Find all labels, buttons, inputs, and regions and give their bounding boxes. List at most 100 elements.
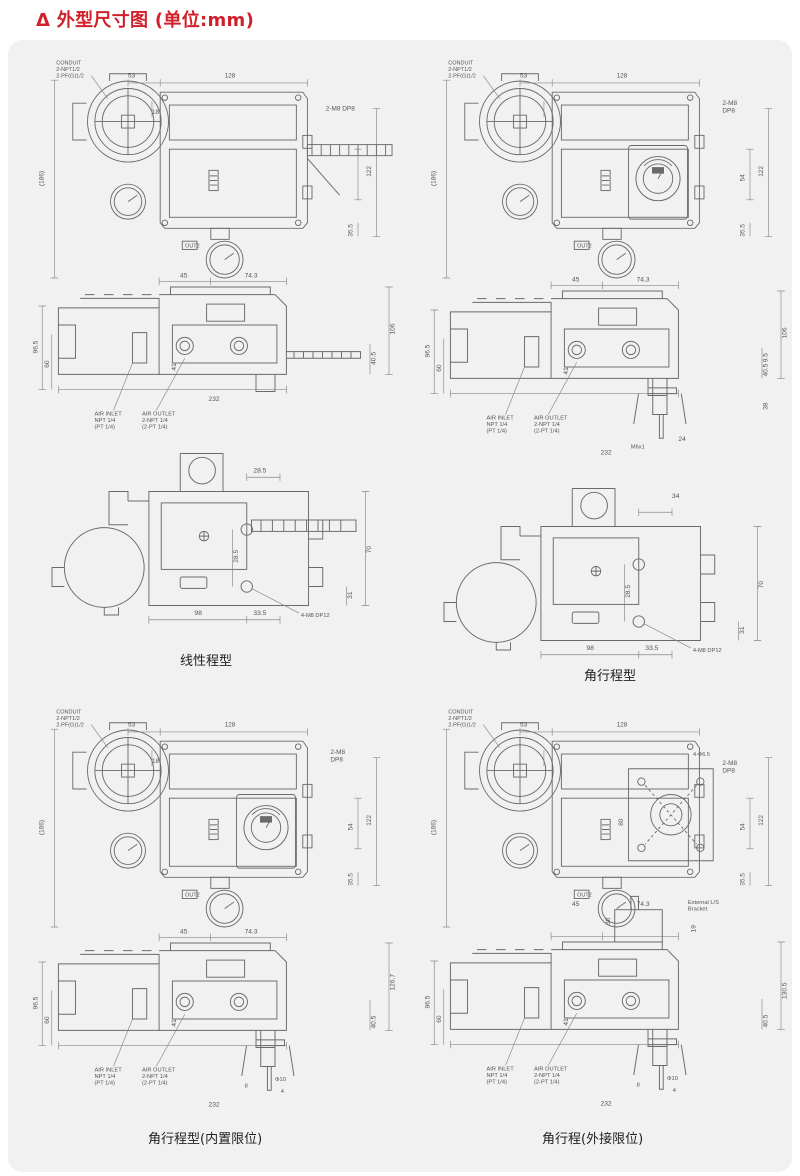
dim-35-5: 35.5: [347, 873, 354, 886]
dim-186: (186): [38, 171, 45, 186]
dim-186: (186): [430, 171, 437, 186]
dim-96-5: 96.5: [33, 996, 40, 1009]
dim-60: 60: [44, 360, 51, 368]
external-bracket-label-2: Bracket: [688, 907, 708, 913]
conduit-thread-npt: 2-NPT1/2: [56, 716, 80, 722]
dim-8: 8: [245, 1083, 248, 1089]
dim-70: 70: [366, 546, 373, 554]
conduit-thread-pf: 2-PF(G)1/2: [448, 73, 476, 79]
dim-45: 45: [180, 929, 188, 936]
dim-33-5: 33.5: [645, 645, 658, 652]
out2-label: OUT2: [577, 244, 592, 250]
linear-front-view-drawing: 53 128 18 (186) 122 35.5 OUT2 2-M8 DP8 C…: [38, 61, 393, 279]
caption-rotary: 角行程型: [584, 669, 637, 684]
dim-232: 232: [209, 396, 220, 403]
dim-232: 232: [601, 1100, 612, 1107]
dim-18: 18: [152, 109, 160, 116]
dim-35-5: 35.5: [739, 873, 746, 886]
conduit-thread-pf: 2-PF(G)1/2: [448, 722, 476, 728]
rotary-internal-front-view-drawing: 53 128 18 (186) 122 54 35.5 OUT2 2-M8 DP…: [38, 710, 381, 928]
external-bracket-label: External L/S: [688, 900, 719, 906]
dp8-label: DP8: [722, 107, 735, 114]
dim-40-5: 40.5: [371, 352, 378, 365]
dim-70: 70: [758, 581, 765, 589]
m8-label: 2-M8: [722, 760, 737, 767]
air-outlet-npt: 2-NPT 1/4: [142, 418, 168, 424]
air-inlet-label: AIR INLET: [487, 415, 515, 421]
dim-60: 60: [436, 364, 443, 372]
air-inlet-pt: (PT 1/4): [95, 425, 116, 431]
dim-60: 60: [44, 1016, 51, 1024]
conduit-label: CONDUIT: [56, 710, 82, 716]
dim-28-5-v: 28.5: [625, 585, 632, 598]
rotary-front-view-drawing: 53 128 (186) 122 54 35.5 OUT2 2-M8 DP8 C…: [430, 61, 773, 279]
air-inlet-npt: NPT 1/4: [95, 418, 116, 424]
air-outlet-label: AIR OUTLET: [142, 1067, 176, 1073]
dim-98: 98: [195, 610, 203, 617]
rotary-internal-side-view-drawing: 45 74.3 96.5 60 232 126.7 40.5 41 Φ10 8 …: [33, 929, 397, 1109]
conduit-thread-npt: 2-NPT1/2: [56, 67, 80, 73]
dim-53: 53: [520, 72, 528, 79]
rotary-side-view-drawing: 45 74.3 96.5 60 232 106 9.5 40.5 38 41 2…: [425, 277, 789, 457]
rotary-external-front-view-drawing: 53 128 (186) 122 54 35.5 80 OUT2 4-Φ6.5 …: [430, 710, 773, 928]
dim-232: 232: [209, 1101, 220, 1108]
caption-rotary-external: 角行程(外接限位): [542, 1132, 644, 1147]
conduit-thread-npt: 2-NPT1/2: [448, 716, 472, 722]
caption-linear: 线性程型: [180, 654, 233, 669]
rotary-external-side-view-drawing: 45 74.3 External L/S Bracket 30 19 96.5 …: [425, 895, 789, 1107]
dim-53: 53: [128, 721, 136, 728]
air-inlet-label: AIR INLET: [95, 1067, 123, 1073]
dim-31: 31: [739, 626, 746, 634]
dim-128: 128: [225, 72, 236, 79]
dim-40-5: 40.5: [763, 1014, 770, 1027]
phi10-label: Φ10: [667, 1076, 678, 1082]
conduit-thread-pf: 2-PF(G)1/2: [56, 722, 84, 728]
dim-74-3: 74.3: [637, 901, 650, 908]
air-inlet-pt: (PT 1/4): [487, 429, 508, 435]
air-outlet-pt: (2-PT 1/4): [534, 429, 560, 435]
dp8-label: DP8: [330, 756, 343, 763]
phi10-label: Φ10: [275, 1077, 286, 1083]
dim-41: 41: [563, 1018, 570, 1026]
dim-4: 4: [673, 1088, 676, 1094]
dim-128: 128: [225, 721, 236, 728]
dim-122: 122: [366, 815, 373, 826]
dim-96-5: 96.5: [425, 344, 432, 357]
dim-96-5: 96.5: [33, 340, 40, 353]
dim-8: 8: [637, 1082, 640, 1088]
air-outlet-npt: 2-NPT 1/4: [142, 1074, 168, 1080]
dim-186: (186): [38, 820, 45, 835]
dim-24: 24: [678, 436, 686, 443]
air-inlet-label: AIR INLET: [487, 1066, 515, 1072]
air-outlet-label: AIR OUTLET: [534, 415, 568, 421]
dim-122: 122: [758, 815, 765, 826]
dim-40-5: 40.5: [763, 363, 770, 376]
m6-label: M6x1: [631, 445, 645, 451]
dim-74-3: 74.3: [245, 929, 258, 936]
dim-54: 54: [739, 174, 746, 182]
conduit-label: CONDUIT: [56, 61, 82, 67]
m8-dp12-label: 4-M8 DP12: [693, 648, 722, 654]
dim-54: 54: [347, 823, 354, 831]
dim-80: 80: [618, 818, 625, 826]
linear-bottom-view-drawing: 28.5 70 31 98 33.5 28.5 4-M8 DP12: [51, 453, 373, 625]
dim-60: 60: [436, 1015, 443, 1023]
dim-186: (186): [430, 820, 437, 835]
dim-28-5-v: 28.5: [233, 550, 240, 563]
dim-45: 45: [180, 273, 188, 280]
dim-9-5: 9.5: [763, 353, 770, 363]
dim-4: 4: [281, 1089, 284, 1095]
dim-98: 98: [587, 645, 595, 652]
conduit-thread-pf: 2-PF(G)1/2: [56, 73, 84, 79]
caption-rotary-internal: 角行程型(内置限位): [148, 1132, 263, 1147]
air-inlet-pt: (PT 1/4): [487, 1080, 508, 1086]
conduit-label: CONDUIT: [448, 710, 474, 716]
dim-33-5: 33.5: [253, 610, 266, 617]
dim-40-5: 40.5: [371, 1015, 378, 1028]
air-inlet-npt: NPT 1/4: [487, 1073, 508, 1079]
air-inlet-pt: (PT 1/4): [95, 1081, 116, 1087]
dim-38: 38: [763, 402, 770, 410]
dim-35-5: 35.5: [739, 224, 746, 237]
rotary-bottom-view-drawing: 34 70 31 98 33.5 28.5 4-M8 DP12: [443, 488, 765, 660]
dim-106: 106: [782, 327, 789, 338]
